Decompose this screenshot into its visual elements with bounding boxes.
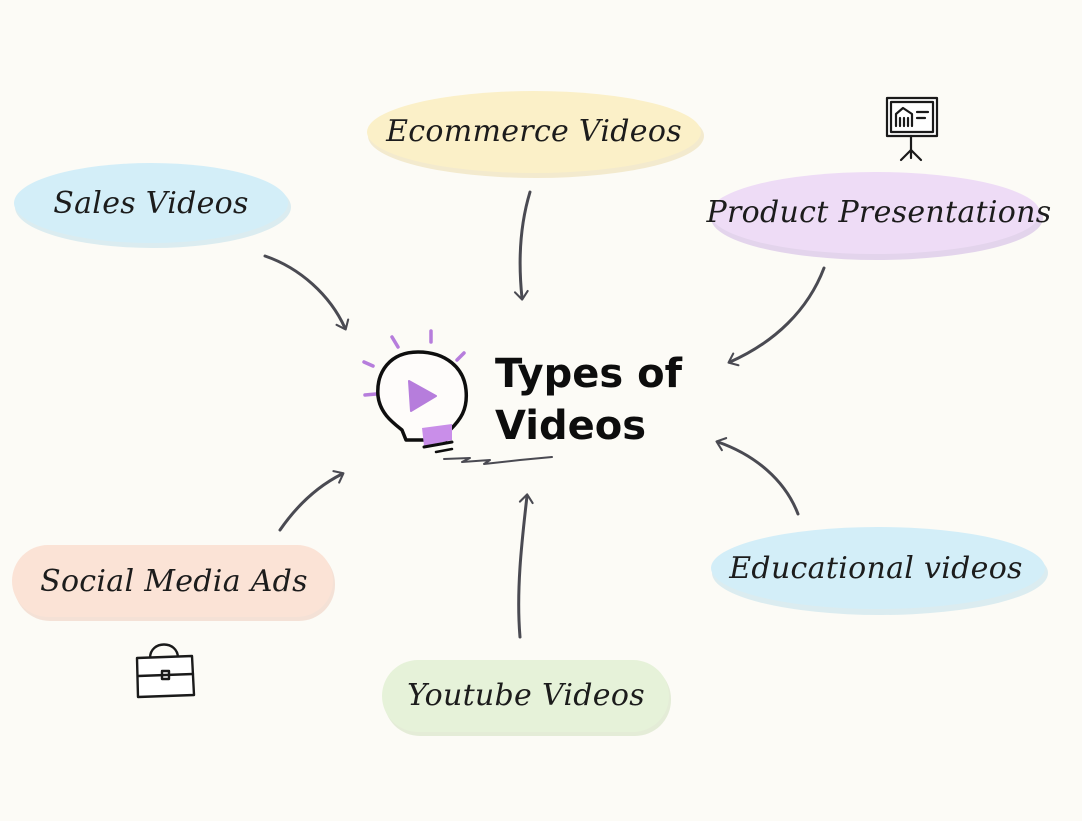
shopping-bag-icon [135,643,196,699]
node-ecommerce-videos-shape [367,91,701,173]
node-educational-videos-label: Educational videos [728,551,1023,586]
node-youtube-videos-shape [382,660,669,732]
presentation-board-icon [885,96,939,162]
node-sales-videos-label: Sales Videos [53,186,248,221]
node-sales-videos-shape [14,163,288,243]
node-sales-videos: Sales Videos [14,163,291,248]
arrow-sales-to-center [263,254,350,331]
node-product-presentations-shape [710,172,1040,254]
node-ecommerce-videos-label: Ecommerce Videos [385,114,682,149]
node-social-media-ads-shape [12,545,333,617]
node-social-media-ads-label: Social Media Ads [40,564,308,599]
lightbulb-play-icon [362,329,469,454]
node-educational-videos-shape [711,527,1045,609]
arrow-educational-to-center [715,437,800,516]
node-youtube-videos-label: Youtube Videos [407,678,645,713]
arrow-social-to-center [278,470,345,532]
title-underline-scribble [443,456,553,465]
arrow-product-to-center [727,266,826,367]
node-ecommerce-videos: Ecommerce Videos [367,91,704,178]
node-product-presentations-label: Product Presentations [706,195,1052,230]
node-social-media-ads: Social Media Ads [12,545,335,621]
node-youtube-videos: Youtube Videos [382,660,671,736]
node-product-presentations: Product Presentations [706,172,1052,260]
center-title-line2: Videos [495,403,646,449]
node-educational-videos: Educational videos [711,527,1048,615]
center-title-line1: Types of [495,351,683,397]
arrow-youtube-to-center [517,493,534,639]
arrow-ecommerce-to-center [513,190,532,301]
